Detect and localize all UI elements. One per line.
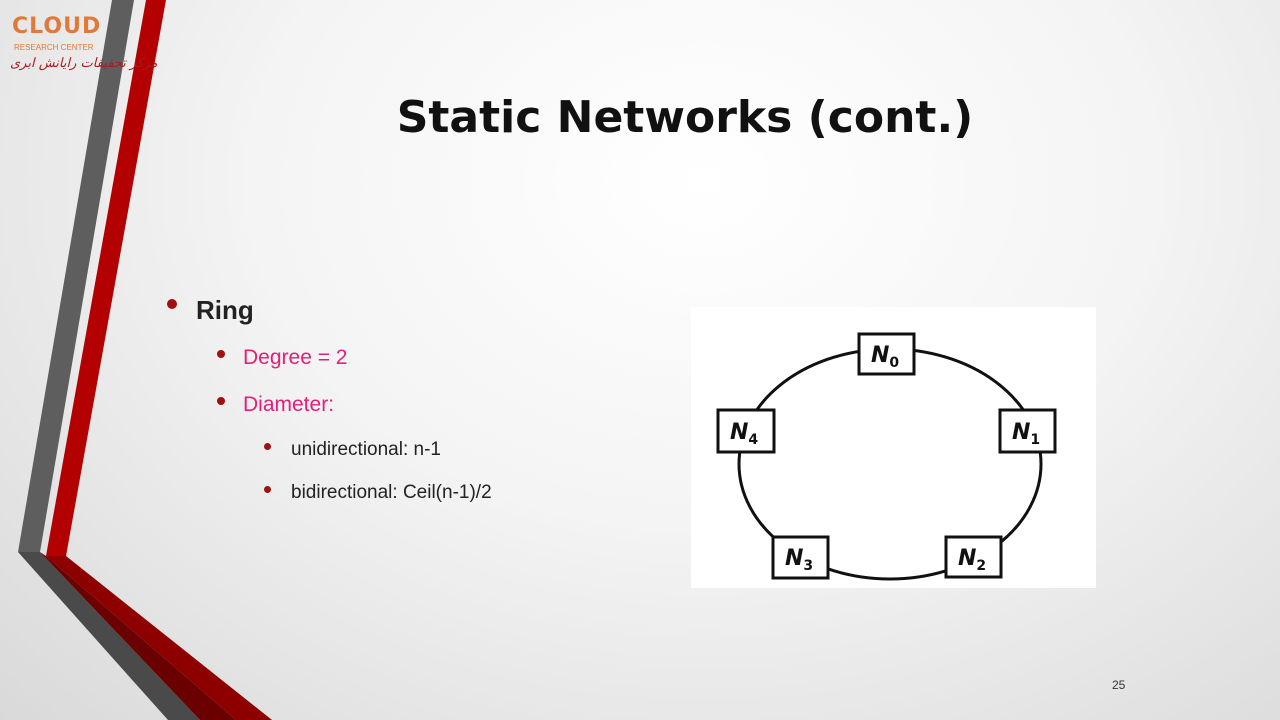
red-lower-stripe — [46, 556, 272, 720]
logo-name: CLOUD — [12, 14, 102, 39]
bullet-unidirectional: unidirectional: n-1 — [291, 439, 441, 460]
bullet-degree: Degree = 2 — [243, 346, 348, 369]
bullet-dot — [264, 486, 271, 493]
svg-text:N1: N1 — [1012, 420, 1040, 448]
page-number: 25 — [1112, 678, 1126, 692]
svg-text:N2: N2 — [958, 546, 986, 574]
bullet-ring: Ring — [196, 295, 254, 325]
gray-lower-stripe — [18, 552, 200, 720]
dark-red-band — [40, 552, 236, 720]
ring-network-diagram: N0 N1 N2 N3 N4 — [691, 307, 1096, 588]
svg-text:N4: N4 — [730, 420, 758, 448]
logo-subtitle: RESEARCH CENTER — [14, 43, 94, 52]
svg-text:N3: N3 — [785, 546, 813, 574]
node-n3: N3 — [771, 535, 830, 580]
bullet-diameter: Diameter: — [243, 393, 335, 416]
cloud-research-center-logo: CLOUD RESEARCH CENTER مرکز تحقیقات رایان… — [8, 10, 157, 80]
node-n2: N2 — [944, 535, 1003, 579]
bullet-bidirectional: bidirectional: Ceil(n-1)/2 — [291, 482, 492, 503]
bullet-dot — [264, 443, 271, 450]
logo-script: مرکز تحقیقات رایانش ابری — [10, 56, 158, 71]
bullet-dot — [217, 397, 225, 405]
node-n4: N4 — [716, 408, 776, 454]
svg-text:N0: N0 — [871, 343, 899, 371]
slide-title: Static Networks (cont.) — [396, 92, 974, 143]
bullet-dot — [167, 299, 177, 309]
node-n0: N0 — [857, 332, 916, 376]
gray-stripe — [18, 0, 134, 552]
red-stripe — [46, 0, 166, 556]
bullet-dot — [217, 350, 225, 358]
node-n1: N1 — [998, 408, 1057, 454]
